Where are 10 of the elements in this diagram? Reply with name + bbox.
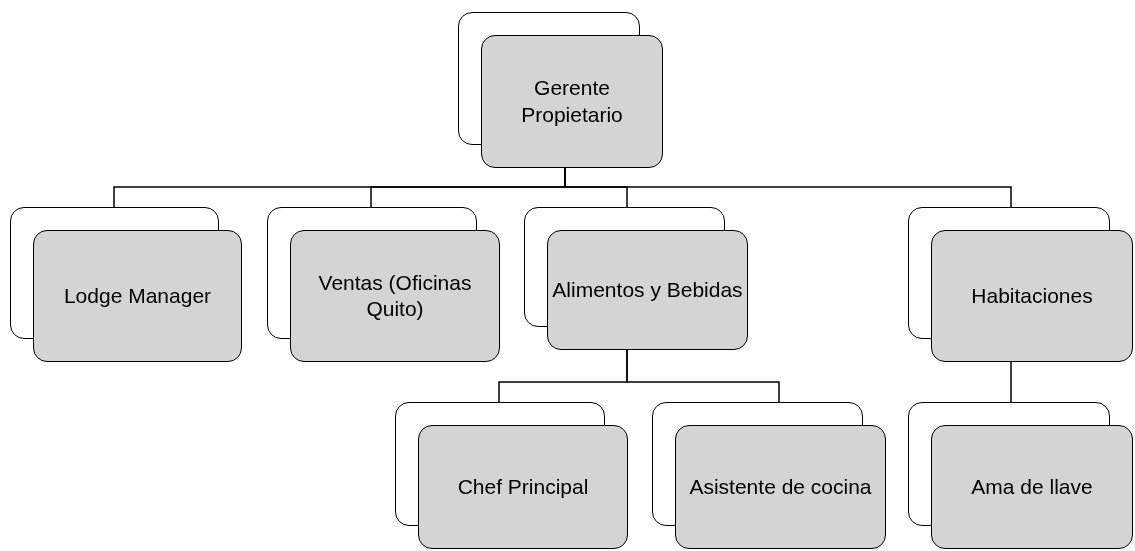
box-label: Ventas (Oficinas Quito) <box>317 269 473 322</box>
box-label: Asistente de cocina <box>689 473 872 500</box>
box-label: Habitaciones <box>971 282 1093 309</box>
connector-line <box>626 349 780 403</box>
box-label: Lodge Manager <box>63 282 212 309</box>
box-label: Alimentos y Bebidas <box>552 276 743 303</box>
box-label: Chef Principal <box>457 473 589 500</box>
connector-line <box>1010 361 1012 403</box>
box-label: Ama de llave <box>971 473 1093 500</box>
box-label: Gerente Propietario <box>520 75 624 128</box>
